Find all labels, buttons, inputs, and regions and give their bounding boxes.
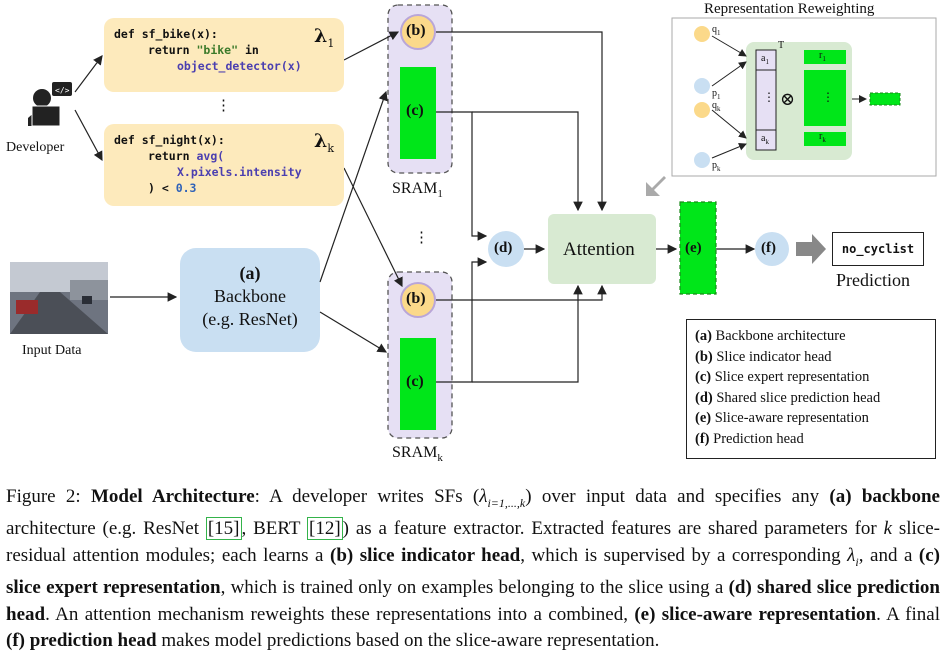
attention-label: Attention — [563, 239, 635, 260]
sram-k-b-label: (b) — [406, 290, 426, 307]
r-ellipsis: ⋮ — [822, 90, 834, 104]
reweighting-arrow-icon — [646, 176, 666, 196]
svg-text:</>: </> — [55, 86, 70, 95]
slice-indicator-head-1 — [400, 14, 436, 50]
sram-1-c-label: (c) — [406, 102, 424, 119]
reweighting-title: Representation Reweighting — [704, 1, 875, 17]
legend-item: (b) Slice indicator head — [695, 348, 832, 365]
sram-ellipsis: ⋮ — [414, 230, 429, 246]
rk-label: rk — [819, 131, 826, 144]
prediction-label: Prediction — [836, 270, 910, 290]
slice-expert-rep-1 — [400, 67, 436, 159]
q1-label: q1 — [712, 24, 721, 37]
slice-expert-rep-k — [400, 338, 436, 430]
sram-k-label: SRAMk — [392, 444, 443, 465]
transpose-label: T — [778, 40, 785, 51]
shared-prediction-head-node — [488, 231, 524, 267]
pk-label: pk — [712, 160, 721, 173]
p1-label: p1 — [712, 88, 721, 101]
e-node-label: (e) — [685, 240, 702, 256]
citation-link[interactable]: [15] — [205, 517, 242, 541]
backbone-box — [180, 248, 320, 352]
developer-icon: </> — [28, 82, 72, 127]
legend: (a) Backbone architecture (b) Slice indi… — [686, 319, 936, 459]
figure-caption: Figure 2: Model Architecture: A develope… — [6, 486, 941, 652]
legend-item: (e) Slice-aware representation — [695, 410, 869, 426]
qk-label: qk — [712, 100, 721, 113]
backbone-label: (a) Backbone (e.g. ResNet) — [202, 263, 298, 329]
a-ellipsis: ⋮ — [763, 90, 775, 104]
developer-label: Developer — [6, 140, 65, 155]
input-data-image — [10, 262, 108, 334]
slice-aware-rep — [679, 201, 717, 295]
slice-indicator-head-k — [400, 282, 436, 318]
input-data-label: Input Data — [22, 343, 82, 358]
legend-item: (a) Backbone architecture — [695, 328, 846, 344]
product-operator: ⊗ — [780, 89, 796, 109]
slicing-function-bike: def sf_bike(x): return "bike" in object_… — [104, 18, 344, 92]
attention-box — [548, 214, 656, 284]
ak-label: ak — [761, 133, 769, 146]
a1-label: a1 — [761, 53, 769, 66]
architecture-diagram: </> — [10, 4, 937, 439]
legend-item: (c) Slice expert representation — [695, 369, 870, 385]
sram-1-b-label: (b) — [406, 22, 426, 39]
d-node-label: (d) — [494, 240, 513, 256]
sf-ellipsis: ⋮ — [216, 98, 231, 114]
lambda-k: λk — [314, 130, 334, 155]
output-arrow-icon — [796, 234, 826, 264]
prediction-output: no_cyclist — [832, 232, 924, 266]
legend-item: (f) Prediction head — [695, 430, 804, 447]
citation-link[interactable]: [12] — [307, 517, 343, 541]
sram-k-c-label: (c) — [406, 373, 424, 390]
prediction-head-node — [755, 232, 789, 266]
lambda-1: λ1 — [314, 25, 335, 50]
slicing-function-night: def sf_night(x): return avg( X.pixels.in… — [104, 124, 344, 206]
sram-1-label: SRAM1 — [392, 180, 443, 201]
legend-item: (d) Shared slice prediction head — [695, 389, 881, 406]
r1-label: r1 — [819, 50, 826, 63]
f-node-label: (f) — [761, 240, 776, 256]
